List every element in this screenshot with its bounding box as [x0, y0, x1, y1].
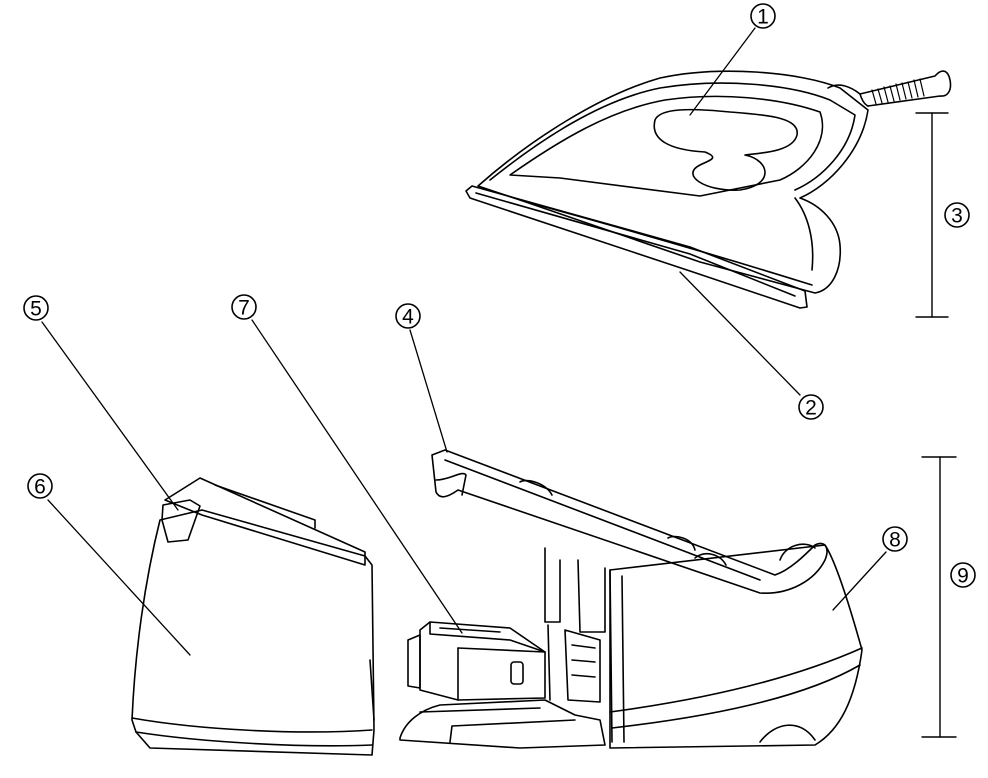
base-station	[399, 449, 863, 749]
svg-text:9: 9	[957, 565, 969, 588]
svg-text:7: 7	[238, 297, 250, 320]
base-platform	[399, 699, 606, 749]
svg-text:5: 5	[30, 298, 42, 321]
tank-filler-cap	[161, 499, 201, 543]
callout-2: 2	[798, 394, 824, 420]
tank-lid	[164, 477, 366, 566]
iron-cord-sleeve	[827, 70, 952, 107]
tank-body	[131, 509, 375, 756]
cartridge	[407, 621, 546, 701]
water-tank	[131, 477, 375, 756]
leader-lines	[41, 27, 887, 656]
callout-1: 1	[750, 3, 776, 29]
steam-iron	[465, 70, 952, 309]
dimension-bar-base	[921, 456, 957, 738]
callout-4: 4	[395, 303, 421, 329]
iron-handle-grip	[653, 108, 798, 191]
iron-body	[477, 70, 869, 294]
svg-text:2: 2	[805, 397, 817, 420]
cord-sleeve-ribs	[871, 78, 925, 105]
svg-text:6: 6	[34, 476, 46, 499]
dimension-bar-iron	[915, 112, 949, 318]
svg-text:8: 8	[889, 529, 901, 552]
callout-7: 7	[231, 294, 257, 320]
callout-8: 8	[882, 526, 908, 552]
base-housing	[609, 544, 863, 749]
svg-text:3: 3	[951, 205, 963, 228]
callout-3: 3	[944, 202, 970, 228]
svg-text:4: 4	[402, 306, 414, 329]
callout-5: 5	[23, 295, 49, 321]
callout-9: 9	[950, 562, 976, 588]
iron-rest-tray	[431, 449, 828, 594]
svg-text:1: 1	[757, 6, 769, 29]
callout-6: 6	[27, 473, 53, 499]
